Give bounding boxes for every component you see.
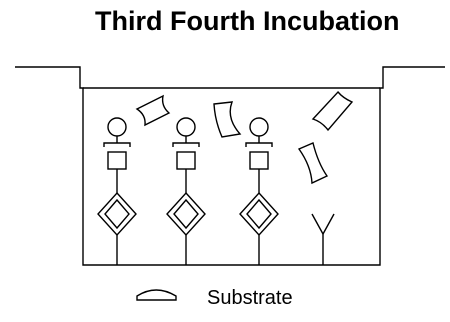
antibody-stack-1	[97, 117, 137, 265]
substrate-shape-3	[311, 90, 354, 132]
capture-antibody-y	[311, 213, 335, 265]
antibody-stack-3	[239, 117, 279, 265]
antibody-stack-2	[166, 117, 206, 265]
substrate-shape-2	[213, 101, 242, 138]
substrate-icon	[136, 289, 177, 301]
legend-substrate-label: Substrate	[207, 287, 293, 309]
diagram-title: Third Fourth Incubation	[95, 6, 400, 36]
substrate-shape-1	[135, 94, 171, 127]
substrate-shape-4	[297, 142, 329, 185]
well-outline	[15, 66, 445, 266]
